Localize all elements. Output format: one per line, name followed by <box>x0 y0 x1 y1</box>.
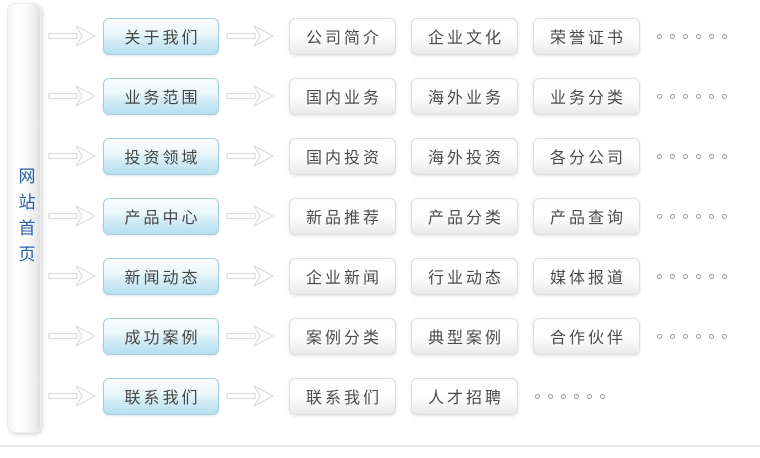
subitem-button[interactable]: 国内业务 <box>289 77 396 115</box>
arrow-right-icon <box>226 144 274 168</box>
ellipsis-dots-icon <box>657 273 727 279</box>
category-button[interactable]: 关于我们 <box>103 17 219 55</box>
sitemap-row: 新闻动态 企业新闻行业动态媒体报道 <box>48 257 760 295</box>
sitemap-row: 产品中心 新品推荐产品分类产品查询 <box>48 197 760 235</box>
category-button[interactable]: 业务范围 <box>103 77 219 115</box>
subitem-button[interactable]: 行业动态 <box>411 257 518 295</box>
subitem-button[interactable]: 海外业务 <box>411 77 518 115</box>
category-button[interactable]: 新闻动态 <box>103 257 219 295</box>
subitem-button[interactable]: 企业文化 <box>411 17 518 55</box>
subitem-button[interactable]: 媒体报道 <box>533 257 640 295</box>
arrow-right-icon <box>226 264 274 288</box>
sitemap-rows: 关于我们 公司简介企业文化荣誉证书业务范围 国内业务海外业务业务分类投资领域 国内投资… <box>48 17 760 437</box>
arrow-right-icon <box>48 204 96 228</box>
subitem-button[interactable]: 各分公司 <box>533 137 640 175</box>
subitem-button[interactable]: 国内投资 <box>289 137 396 175</box>
subitem-button[interactable]: 公司简介 <box>289 17 396 55</box>
home-bar[interactable]: 网站首页 <box>7 3 41 433</box>
subitem-button[interactable]: 人才招聘 <box>411 377 518 415</box>
sitemap-row: 成功案例 案例分类典型案例合作伙伴 <box>48 317 760 355</box>
ellipsis-dots-icon <box>657 213 727 219</box>
ellipsis-dots-icon <box>657 93 727 99</box>
ellipsis-dots-icon <box>657 333 727 339</box>
arrow-right-icon <box>226 84 274 108</box>
arrow-right-icon <box>226 384 274 408</box>
subitem-button[interactable]: 海外投资 <box>411 137 518 175</box>
subitem-button[interactable]: 新品推荐 <box>289 197 396 235</box>
subitem-button[interactable]: 联系我们 <box>289 377 396 415</box>
category-button[interactable]: 成功案例 <box>103 317 219 355</box>
arrow-right-icon <box>48 84 96 108</box>
arrow-right-icon <box>48 24 96 48</box>
category-button[interactable]: 投资领域 <box>103 137 219 175</box>
subitem-button[interactable]: 业务分类 <box>533 77 640 115</box>
footer-divider <box>0 445 760 447</box>
sitemap-row: 联系我们联系我们人才招聘 <box>48 377 760 415</box>
ellipsis-dots-icon <box>535 393 605 399</box>
arrow-right-icon <box>226 204 274 228</box>
arrow-right-icon <box>48 384 96 408</box>
arrow-right-icon <box>48 324 96 348</box>
subitem-button[interactable]: 合作伙伴 <box>533 317 640 355</box>
subitem-button[interactable]: 荣誉证书 <box>533 17 640 55</box>
sitemap-row: 业务范围 国内业务海外业务业务分类 <box>48 77 760 115</box>
category-button[interactable]: 产品中心 <box>103 197 219 235</box>
ellipsis-dots-icon <box>657 33 727 39</box>
subitem-button[interactable]: 产品查询 <box>533 197 640 235</box>
category-button[interactable]: 联系我们 <box>103 377 219 415</box>
subitem-button[interactable]: 企业新闻 <box>289 257 396 295</box>
sitemap-row: 投资领域 国内投资海外投资各分公司 <box>48 137 760 175</box>
home-bar-label: 网站首页 <box>14 167 35 271</box>
arrow-right-icon <box>226 324 274 348</box>
arrow-right-icon <box>48 144 96 168</box>
sitemap-row: 关于我们 公司简介企业文化荣誉证书 <box>48 17 760 55</box>
arrow-right-icon <box>48 264 96 288</box>
ellipsis-dots-icon <box>657 153 727 159</box>
subitem-button[interactable]: 产品分类 <box>411 197 518 235</box>
subitem-button[interactable]: 典型案例 <box>411 317 518 355</box>
arrow-right-icon <box>226 24 274 48</box>
subitem-button[interactable]: 案例分类 <box>289 317 396 355</box>
